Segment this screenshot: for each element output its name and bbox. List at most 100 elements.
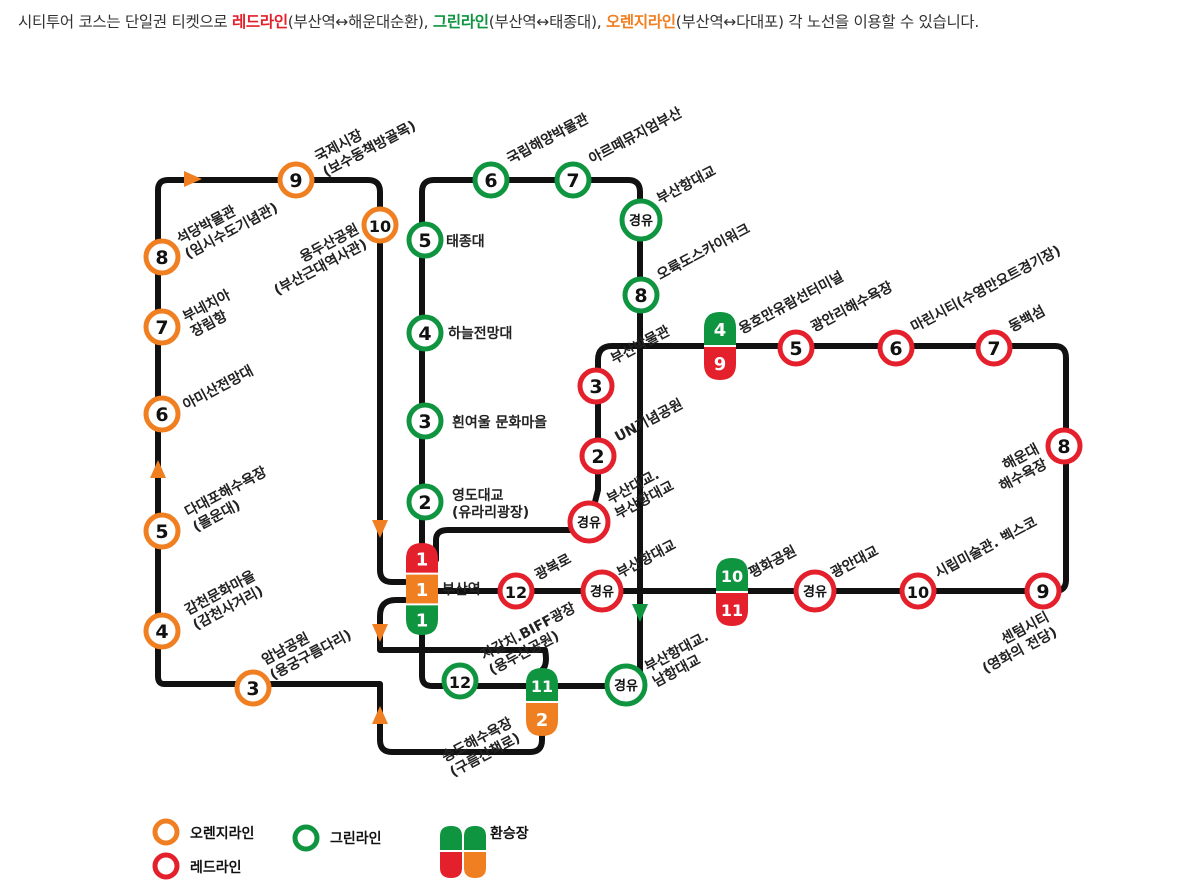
legend-orange-label: 오렌지라인	[190, 825, 254, 842]
station-circle	[1045, 427, 1083, 465]
transfer-label: 평화공원	[746, 542, 799, 581]
station-label-line: 하늘전망대	[448, 325, 512, 342]
station-red-r9: 9	[1024, 572, 1062, 610]
station-red-r_via3: 경유	[793, 569, 837, 613]
transfer-number: 4	[714, 320, 727, 341]
legend-transfer-label: 환승장	[490, 825, 529, 842]
station-number: 6	[889, 338, 902, 360]
station-label-line: 부산항대교	[614, 536, 679, 581]
transfer-segment	[704, 312, 736, 346]
station-green-g6: 6	[472, 161, 510, 199]
station-label: 부네치아장림항	[180, 286, 242, 340]
station-label-line: 부산항대교	[654, 162, 719, 207]
station-orange-o8: 8	[143, 238, 181, 276]
station-label-line: 아미산전망대	[180, 362, 256, 413]
station-number: 5	[789, 338, 802, 360]
station-orange-o6: 6	[143, 395, 181, 433]
orange-track	[155, 177, 549, 755]
station-circle	[361, 206, 399, 244]
station-circle	[143, 308, 181, 346]
green-line-name: 그린라인	[432, 13, 489, 31]
station-orange-o5: 5	[143, 512, 181, 550]
green-track	[419, 177, 643, 689]
transfer-11-2: 11 2	[526, 668, 558, 736]
station-circle	[143, 612, 181, 650]
station-number: 5	[418, 230, 431, 252]
station-label-line: UN기념공원	[612, 396, 685, 445]
legend-orange-circle	[152, 818, 180, 846]
legend-red-label: 레드라인	[190, 859, 242, 876]
legend: 오렌지라인 그린라인 레드라인 환승장	[152, 818, 529, 880]
transfer-number: 1	[416, 549, 429, 570]
station-label-line: 영도대교	[452, 487, 504, 504]
station-number: 경유	[614, 678, 638, 694]
station-circle	[143, 512, 181, 550]
station-circle	[406, 483, 444, 521]
intro-prefix: 시티투어 코스는 단일권 티켓으로	[18, 13, 232, 31]
station-number: 7	[155, 317, 168, 339]
station-label-line: 광안대교	[828, 542, 882, 581]
transfer-number: 11	[531, 677, 553, 696]
station-circle	[1024, 572, 1062, 610]
tracks	[155, 177, 1069, 755]
arrow-up-icon	[150, 460, 166, 478]
station-red-r7: 7	[975, 329, 1013, 367]
legend-transfer-icon	[440, 826, 486, 878]
station-label-line: 태종대	[446, 234, 485, 250]
orange-line-name: 오렌지라인	[605, 13, 676, 31]
station-circle	[975, 329, 1013, 367]
station-circle	[143, 238, 181, 276]
station-number: 4	[418, 323, 431, 345]
station-red-r10: 10	[899, 572, 937, 610]
station-green-g5: 5	[406, 221, 444, 259]
station-orange-o10: 10	[361, 206, 399, 244]
station-number: 3	[246, 678, 259, 700]
transfer-number: 2	[536, 710, 549, 731]
station-orange-o3: 3	[234, 669, 272, 707]
transfer-segment	[716, 592, 748, 626]
station-label: 암남공원(용궁구름다리)	[259, 611, 354, 683]
station-label: 해운대해수욕장	[989, 441, 1050, 494]
station-circle	[234, 669, 272, 707]
station-label: 오륙도스카이워크	[654, 220, 753, 283]
station-circle	[777, 329, 815, 367]
station-green-g_via1: 경유	[619, 198, 663, 242]
station-number: 6	[484, 170, 497, 192]
station-label: 하늘전망대	[448, 325, 512, 342]
transfer-segment	[704, 346, 736, 380]
station-circle	[277, 161, 315, 199]
station-circle	[567, 500, 611, 544]
intro-text: 시티투어 코스는 단일권 티켓으로 레드라인(부산역↔해운대순환), 그린라인(…	[18, 10, 1188, 32]
station-green-g4: 4	[406, 314, 444, 352]
station-number: 경유	[803, 584, 827, 600]
transfer-number: 1	[416, 611, 429, 632]
station-label: UN기념공원	[612, 396, 685, 445]
station-red-r3: 3	[577, 367, 615, 405]
orange-line-route: (부산역↔다대포) 각 노선을 이용할 수 있습니다.	[675, 13, 980, 31]
transfer-segment	[526, 668, 558, 702]
station-label: 부산항대교.남항대교	[642, 628, 720, 691]
station-label: 국립해양박물관	[504, 110, 592, 167]
station-green-g2: 2	[406, 483, 444, 521]
station-red-r12: 12	[497, 572, 535, 610]
station-label: 자갈치.BIFF광장(용두산공원)	[478, 599, 587, 678]
station-circle	[406, 221, 444, 259]
green-line-route: (부산역↔태종대),	[488, 13, 606, 31]
arrow-down-icon	[372, 520, 388, 538]
transfer-number: 10	[721, 567, 743, 586]
station-label: 시립미술관. 벡스코	[932, 513, 1040, 581]
station-red-r_via1: 경유	[567, 500, 611, 544]
station-orange-o9: 9	[277, 161, 315, 199]
legend-green-circle	[292, 824, 320, 852]
station-label-line: 시립미술관. 벡스코	[932, 513, 1040, 581]
arrow-right-icon	[184, 171, 202, 187]
arrow-up-icon	[372, 706, 388, 724]
station-label-line: 동백섬	[1006, 303, 1048, 335]
station-green-g_via2: 경유	[604, 663, 648, 707]
station-number: 9	[289, 170, 302, 192]
station-red-r8: 8	[1045, 427, 1083, 465]
station-circle	[622, 276, 660, 314]
station-number: 3	[589, 376, 602, 398]
